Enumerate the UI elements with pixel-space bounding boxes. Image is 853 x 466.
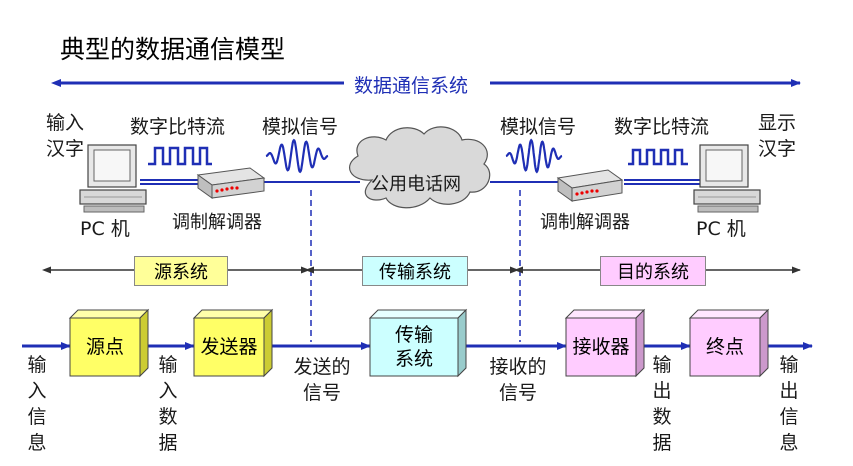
receiver-box bbox=[564, 308, 646, 378]
transmission-system-label: 传输系统 bbox=[394, 324, 433, 370]
transmission-section-label: 传输系统 bbox=[362, 256, 468, 286]
received-signal-label: 接收的信号 bbox=[489, 356, 547, 404]
transmitter-box bbox=[192, 308, 274, 378]
right-bits-label: 数字比特流 bbox=[614, 116, 710, 138]
system-label: 数据通信系统 bbox=[354, 75, 469, 97]
pc-left-icon bbox=[79, 144, 147, 213]
modem-right-icon bbox=[556, 169, 624, 202]
left-input-label: 输入汉字 bbox=[46, 112, 85, 160]
transmission-system-box bbox=[368, 308, 468, 378]
right-pc-label: PC 机 bbox=[696, 218, 746, 240]
bitstream-left-icon bbox=[148, 146, 212, 166]
receiver-label: 接收器 bbox=[572, 336, 630, 358]
left-bits-label: 数字比特流 bbox=[130, 116, 226, 138]
bitstream-right-icon bbox=[628, 148, 688, 166]
output-data-label: 输出数据 bbox=[652, 354, 672, 454]
cloud-icon bbox=[349, 126, 491, 209]
destination-point-label: 终点 bbox=[705, 336, 744, 358]
source-point-label: 源点 bbox=[85, 336, 124, 358]
analog-wave-right-icon bbox=[505, 138, 563, 174]
destination-section-label: 目的系统 bbox=[600, 256, 706, 286]
sent-signal-label: 发送的信号 bbox=[293, 356, 351, 404]
output-info-label: 输出信息 bbox=[779, 354, 799, 454]
pc-right-icon bbox=[693, 144, 761, 213]
left-analog-label: 模拟信号 bbox=[262, 116, 339, 138]
modem-left-icon bbox=[196, 167, 266, 199]
left-modem-label: 调制解调器 bbox=[172, 212, 262, 233]
source-point-box bbox=[68, 308, 150, 378]
left-pc-label: PC 机 bbox=[80, 218, 130, 240]
right-modem-label: 调制解调器 bbox=[540, 212, 630, 233]
right-output-label: 显示汉字 bbox=[758, 112, 797, 160]
right-analog-label: 模拟信号 bbox=[500, 116, 577, 138]
input-data-label: 输入数据 bbox=[158, 354, 178, 454]
destination-point-box bbox=[688, 308, 770, 378]
source-section-label: 源系统 bbox=[134, 256, 228, 286]
cloud-label: 公用电话网 bbox=[371, 174, 461, 195]
page-title: 典型的数据通信模型 bbox=[60, 35, 286, 64]
transmitter-label: 发送器 bbox=[200, 336, 258, 358]
input-info-label: 输入信息 bbox=[27, 354, 47, 454]
analog-wave-left-icon bbox=[265, 138, 329, 174]
